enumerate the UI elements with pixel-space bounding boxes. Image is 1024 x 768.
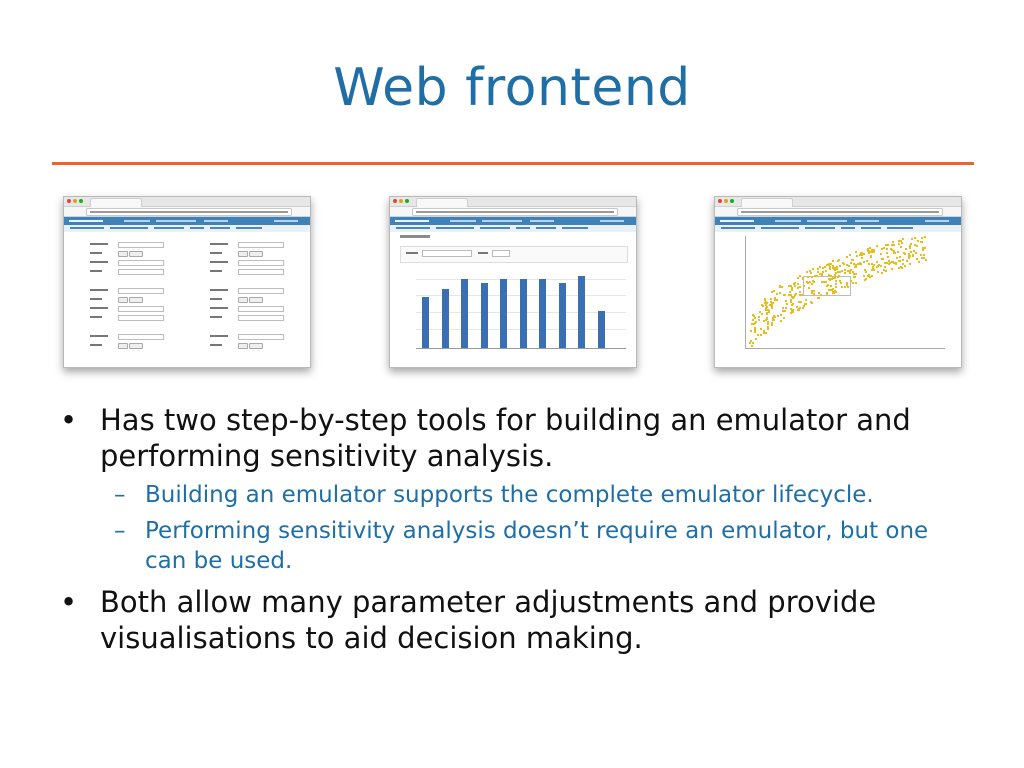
- bullet-item: • Has two step-by-step tools for buildin…: [58, 402, 958, 474]
- histogram-bar: [500, 279, 507, 349]
- form-row: [76, 315, 176, 321]
- title-divider: [52, 162, 974, 165]
- sub-bullet-text: Building an emulator supports the comple…: [145, 482, 874, 508]
- form-row: [76, 269, 176, 275]
- sub-bullet-marker: –: [114, 518, 126, 544]
- form-row: [76, 306, 176, 312]
- form-row: [76, 334, 176, 340]
- form-row: [76, 288, 176, 294]
- form-row: [196, 242, 296, 248]
- sub-bullet-item: – Building an emulator supports the comp…: [58, 480, 958, 510]
- form-row: [196, 288, 296, 294]
- histogram-screenshot: [389, 196, 637, 368]
- form-row: [76, 297, 176, 303]
- histogram-bar: [461, 279, 468, 349]
- bullet-list: • Has two step-by-step tools for buildin…: [58, 402, 958, 656]
- bullet-text: Both allow many parameter adjustments an…: [100, 585, 877, 655]
- histogram-bar: [441, 288, 449, 349]
- form-row: [76, 343, 176, 349]
- histogram-bar: [558, 283, 566, 349]
- sub-bullet-item: – Performing sensitivity analysis doesn’…: [58, 516, 958, 576]
- sub-bullet-text: Performing sensitivity analysis doesn’t …: [145, 518, 929, 574]
- form-row: [76, 242, 176, 248]
- slide-title: Web frontend: [333, 58, 691, 118]
- form-row: [196, 306, 296, 312]
- bullet-marker: •: [60, 403, 78, 437]
- form-row: [196, 315, 296, 321]
- bullet-text: Has two step-by-step tools for building …: [100, 403, 911, 473]
- histogram-bar: [480, 283, 488, 349]
- form-row: [196, 269, 296, 275]
- histogram-bar: [422, 296, 429, 349]
- form-row: [76, 251, 176, 257]
- form-row: [196, 297, 296, 303]
- histogram-bar: [539, 279, 546, 349]
- bullet-marker: •: [60, 585, 78, 619]
- scatter-screenshot: [714, 196, 962, 368]
- form-screenshot: [63, 196, 311, 368]
- histogram-bar: [578, 275, 585, 349]
- form-row: [196, 251, 296, 257]
- form-row: [76, 260, 176, 266]
- histogram-bar: [519, 279, 527, 349]
- form-row: [196, 334, 296, 340]
- histogram-bar: [597, 311, 605, 349]
- bullet-item: • Both allow many parameter adjustments …: [58, 584, 958, 656]
- form-row: [196, 343, 296, 349]
- form-row: [196, 260, 296, 266]
- sub-bullet-marker: –: [114, 482, 126, 508]
